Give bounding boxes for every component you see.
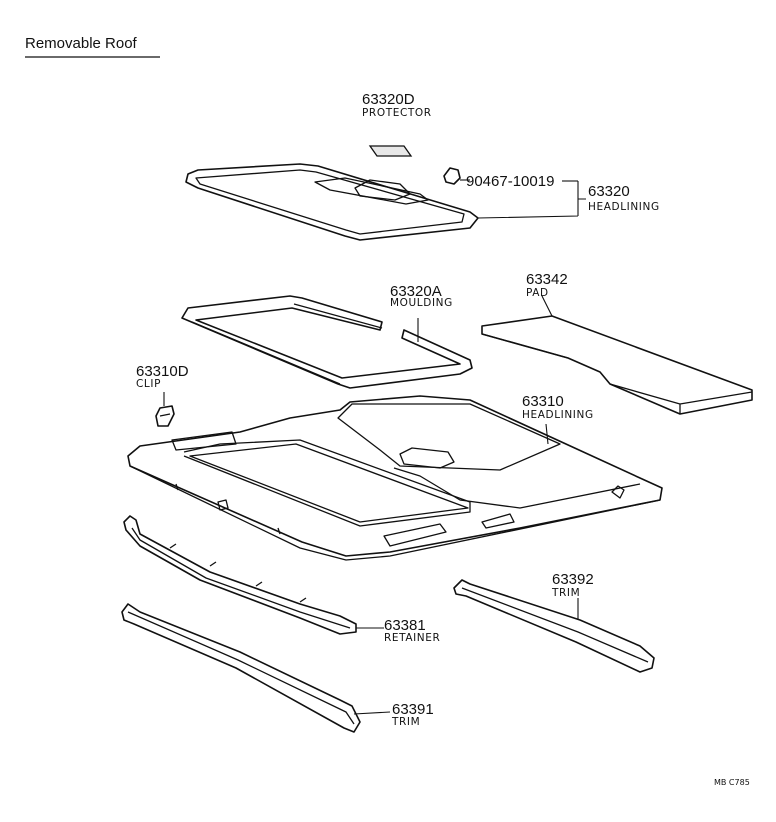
callout-63391-name: TRIM xyxy=(391,716,420,728)
part-clip-90467-10019 xyxy=(443,167,470,185)
part-retainer-63381 xyxy=(123,515,357,635)
diagram-title: Removable Roof xyxy=(25,35,138,52)
callout-90467-number: 90467-10019 xyxy=(466,173,554,190)
callout-63342-name: PAD xyxy=(526,287,549,299)
callout-63381-number: 63381 xyxy=(384,617,426,634)
part-headlining-63310 xyxy=(127,395,663,561)
callout-63310-number: 63310 xyxy=(522,393,564,410)
leader-63391 xyxy=(353,711,391,715)
callout-63392-number: 63392 xyxy=(552,571,594,588)
callout-63342-number: 63342 xyxy=(526,271,568,288)
callout-63320a-name: MOULDING xyxy=(390,297,453,309)
callout-63310d-number: 63310D xyxy=(136,363,189,380)
callout-63310-name: HEADLINING xyxy=(522,409,594,421)
part-headlining-63320 xyxy=(185,163,479,241)
callout-63310d-name: CLIP xyxy=(136,378,161,390)
part-trim-63391 xyxy=(121,603,361,733)
part-moulding-63320a xyxy=(181,295,473,389)
leader-63320 xyxy=(477,181,586,219)
callout-63381-name: RETAINER xyxy=(384,632,440,644)
callout-63320d-number: 63320D xyxy=(362,91,415,108)
part-protector-63320d xyxy=(368,145,413,157)
callout-63320-name: HEADLINING xyxy=(588,201,660,213)
callout-63320-number: 63320 xyxy=(588,183,630,200)
callout-63320d-name: PROTECTOR xyxy=(362,107,432,119)
part-pad-63342 xyxy=(481,315,753,415)
part-clip-63310d xyxy=(155,405,175,427)
diagram-code: MB C785 xyxy=(714,778,750,787)
callout-63392-name: TRIM xyxy=(551,587,580,599)
leader-63342 xyxy=(541,295,553,317)
part-trim-63392 xyxy=(453,579,655,673)
callout-63320a-number: 63320A xyxy=(390,283,442,300)
leader-63310 xyxy=(545,423,549,445)
callout-63391-number: 63391 xyxy=(392,701,434,718)
